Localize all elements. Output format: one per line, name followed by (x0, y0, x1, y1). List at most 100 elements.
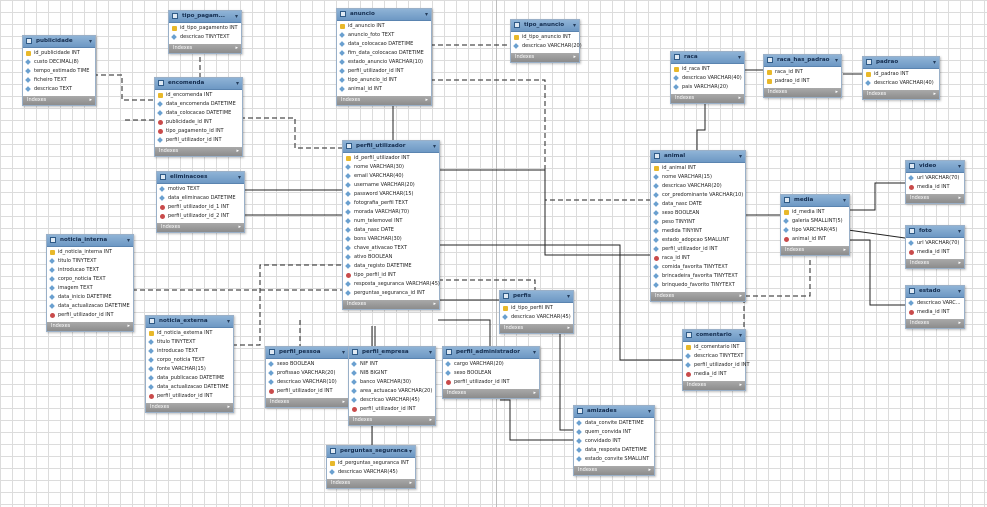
collapse-arrow-icon[interactable]: ▾ (432, 143, 436, 150)
column-row[interactable]: pais VARCHAR(20) (671, 83, 744, 92)
table-header[interactable]: noticia_externa▾ (146, 316, 233, 328)
column-row[interactable]: perfil_utilizador_id_2 INT (157, 212, 244, 221)
column-row[interactable]: NIB BIGINT (349, 369, 435, 378)
column-row[interactable]: data_colocacao DATETIME (155, 109, 242, 118)
collapse-arrow-icon[interactable]: ▾ (428, 349, 432, 356)
column-row[interactable]: data_resposta DATETIME (574, 446, 654, 455)
indexes-arrow-icon[interactable]: ▸ (843, 247, 846, 253)
indexes-footer[interactable]: Indexes▸ (671, 94, 744, 103)
column-row[interactable]: descricao VARCHAR(45) (327, 468, 415, 477)
column-row[interactable]: id_tipo_anuncio INT (511, 33, 579, 42)
column-row[interactable]: brinquedo_favorito TINYTEXT (651, 281, 745, 290)
column-row[interactable]: media_id INT (683, 370, 745, 379)
column-row[interactable]: convidado INT (574, 437, 654, 446)
column-row[interactable]: comida_favorita TINYTEXT (651, 263, 745, 272)
indexes-arrow-icon[interactable]: ▸ (127, 323, 130, 329)
indexes-arrow-icon[interactable]: ▸ (533, 390, 536, 396)
table-header[interactable]: raca_has_padrao▾ (764, 55, 841, 67)
column-row[interactable]: brincadeira_favorita TINYTEXT (651, 272, 745, 281)
indexes-footer[interactable]: Indexes▸ (511, 53, 579, 62)
column-row[interactable]: raca_id INT (651, 254, 745, 263)
collapse-arrow-icon[interactable]: ▾ (957, 288, 961, 295)
collapse-arrow-icon[interactable]: ▾ (572, 22, 576, 29)
collapse-arrow-icon[interactable]: ▾ (737, 54, 741, 61)
column-row[interactable]: peso TINYINT (651, 218, 745, 227)
column-row[interactable]: descricao VARCHAR(20) (651, 182, 745, 191)
column-row[interactable]: perfil_utilizador_id INT (443, 378, 539, 387)
column-row[interactable]: anuncio_foto TEXT (337, 31, 431, 40)
indexes-footer[interactable]: Indexes▸ (155, 147, 242, 156)
column-row[interactable]: bons VARCHAR(30) (343, 235, 439, 244)
indexes-footer[interactable]: Indexes▸ (500, 324, 573, 333)
table-header[interactable]: video▾ (906, 161, 964, 173)
column-row[interactable]: perfil_utilizador_id_1 INT (157, 203, 244, 212)
column-row[interactable]: quem_convida INT (574, 428, 654, 437)
column-row[interactable]: data_registo DATETIME (343, 262, 439, 271)
column-row[interactable]: nome VARCHAR(15) (651, 173, 745, 182)
indexes-footer[interactable]: Indexes▸ (343, 300, 439, 309)
column-row[interactable]: perfil_utilizador_id INT (683, 361, 750, 370)
column-row[interactable]: data_eliminacao DATETIME (157, 194, 244, 203)
column-row[interactable]: estado_convite SMALLINT (574, 455, 654, 464)
indexes-footer[interactable]: Indexes▸ (349, 416, 435, 425)
indexes-arrow-icon[interactable]: ▸ (739, 293, 742, 299)
column-row[interactable]: titulo TINYTEXT (146, 338, 233, 347)
indexes-footer[interactable]: Indexes▸ (327, 479, 415, 488)
column-row[interactable]: sexo BOOLEAN (651, 209, 745, 218)
column-row[interactable]: perfil_utilizador_id INT (146, 392, 233, 401)
column-row[interactable]: data_convite DATETIME (574, 419, 654, 428)
column-row[interactable]: username VARCHAR(20) (343, 181, 439, 190)
column-row[interactable]: data_encomenda DATETIME (155, 100, 242, 109)
column-row[interactable]: id_tipo_pagamento INT (169, 24, 241, 33)
column-row[interactable]: descricao TINYTEXT (169, 33, 241, 42)
collapse-arrow-icon[interactable]: ▾ (226, 318, 230, 325)
column-row[interactable]: descricao VARCHAR(40) (863, 79, 939, 88)
indexes-arrow-icon[interactable]: ▸ (433, 301, 436, 307)
column-row[interactable]: padrao_id INT (764, 77, 841, 86)
table-header[interactable]: media▾ (781, 195, 849, 207)
column-row[interactable]: id_comentario INT (683, 343, 745, 352)
column-row[interactable]: id_anuncio INT (337, 22, 431, 31)
collapse-arrow-icon[interactable]: ▾ (408, 448, 412, 455)
column-row[interactable]: sexo BOOLEAN (443, 369, 539, 378)
column-row[interactable]: id_perguntas_seguranca INT (327, 459, 415, 468)
indexes-footer[interactable]: Indexes▸ (47, 322, 133, 331)
indexes-footer[interactable]: Indexes▸ (764, 88, 841, 97)
column-row[interactable]: email VARCHAR(40) (343, 172, 439, 181)
indexes-arrow-icon[interactable]: ▸ (342, 399, 345, 405)
indexes-arrow-icon[interactable]: ▸ (238, 224, 241, 230)
column-row[interactable]: estado_adopcao SMALLINT (651, 236, 745, 245)
column-row[interactable]: galeria SMALLINT(5) (781, 217, 849, 226)
table-header[interactable]: perfil_utilizador▾ (343, 141, 439, 153)
column-row[interactable]: medida TINYINT (651, 227, 745, 236)
collapse-arrow-icon[interactable]: ▾ (932, 59, 936, 66)
indexes-footer[interactable]: Indexes▸ (23, 96, 95, 105)
column-row[interactable]: media_id INT (906, 308, 964, 317)
table-header[interactable]: tipo_anuncio▾ (511, 20, 579, 32)
collapse-arrow-icon[interactable]: ▾ (957, 163, 961, 170)
column-row[interactable]: perfil_utilizador_id INT (349, 405, 435, 414)
column-row[interactable]: banco VARCHAR(30) (349, 378, 435, 387)
column-row[interactable]: corpo_noticia TEXT (47, 275, 133, 284)
indexes-arrow-icon[interactable]: ▸ (425, 97, 428, 103)
table-header[interactable]: perguntas_seguranca▾ (327, 446, 415, 458)
column-row[interactable]: id_perfil_utilizador INT (343, 154, 439, 163)
indexes-footer[interactable]: Indexes▸ (906, 259, 964, 268)
table-header[interactable]: estado▾ (906, 286, 964, 298)
column-row[interactable]: descricao VARCHAR(45) (349, 396, 435, 405)
table-header[interactable]: publicidade▾ (23, 36, 95, 48)
collapse-arrow-icon[interactable]: ▾ (126, 237, 130, 244)
column-row[interactable]: perfil_utilizador_id INT (47, 311, 133, 320)
column-row[interactable]: perfil_utilizador_id INT (651, 245, 745, 254)
indexes-arrow-icon[interactable]: ▸ (958, 320, 961, 326)
collapse-arrow-icon[interactable]: ▾ (957, 228, 961, 235)
table-header[interactable]: foto▾ (906, 226, 964, 238)
collapse-arrow-icon[interactable]: ▾ (88, 38, 92, 45)
